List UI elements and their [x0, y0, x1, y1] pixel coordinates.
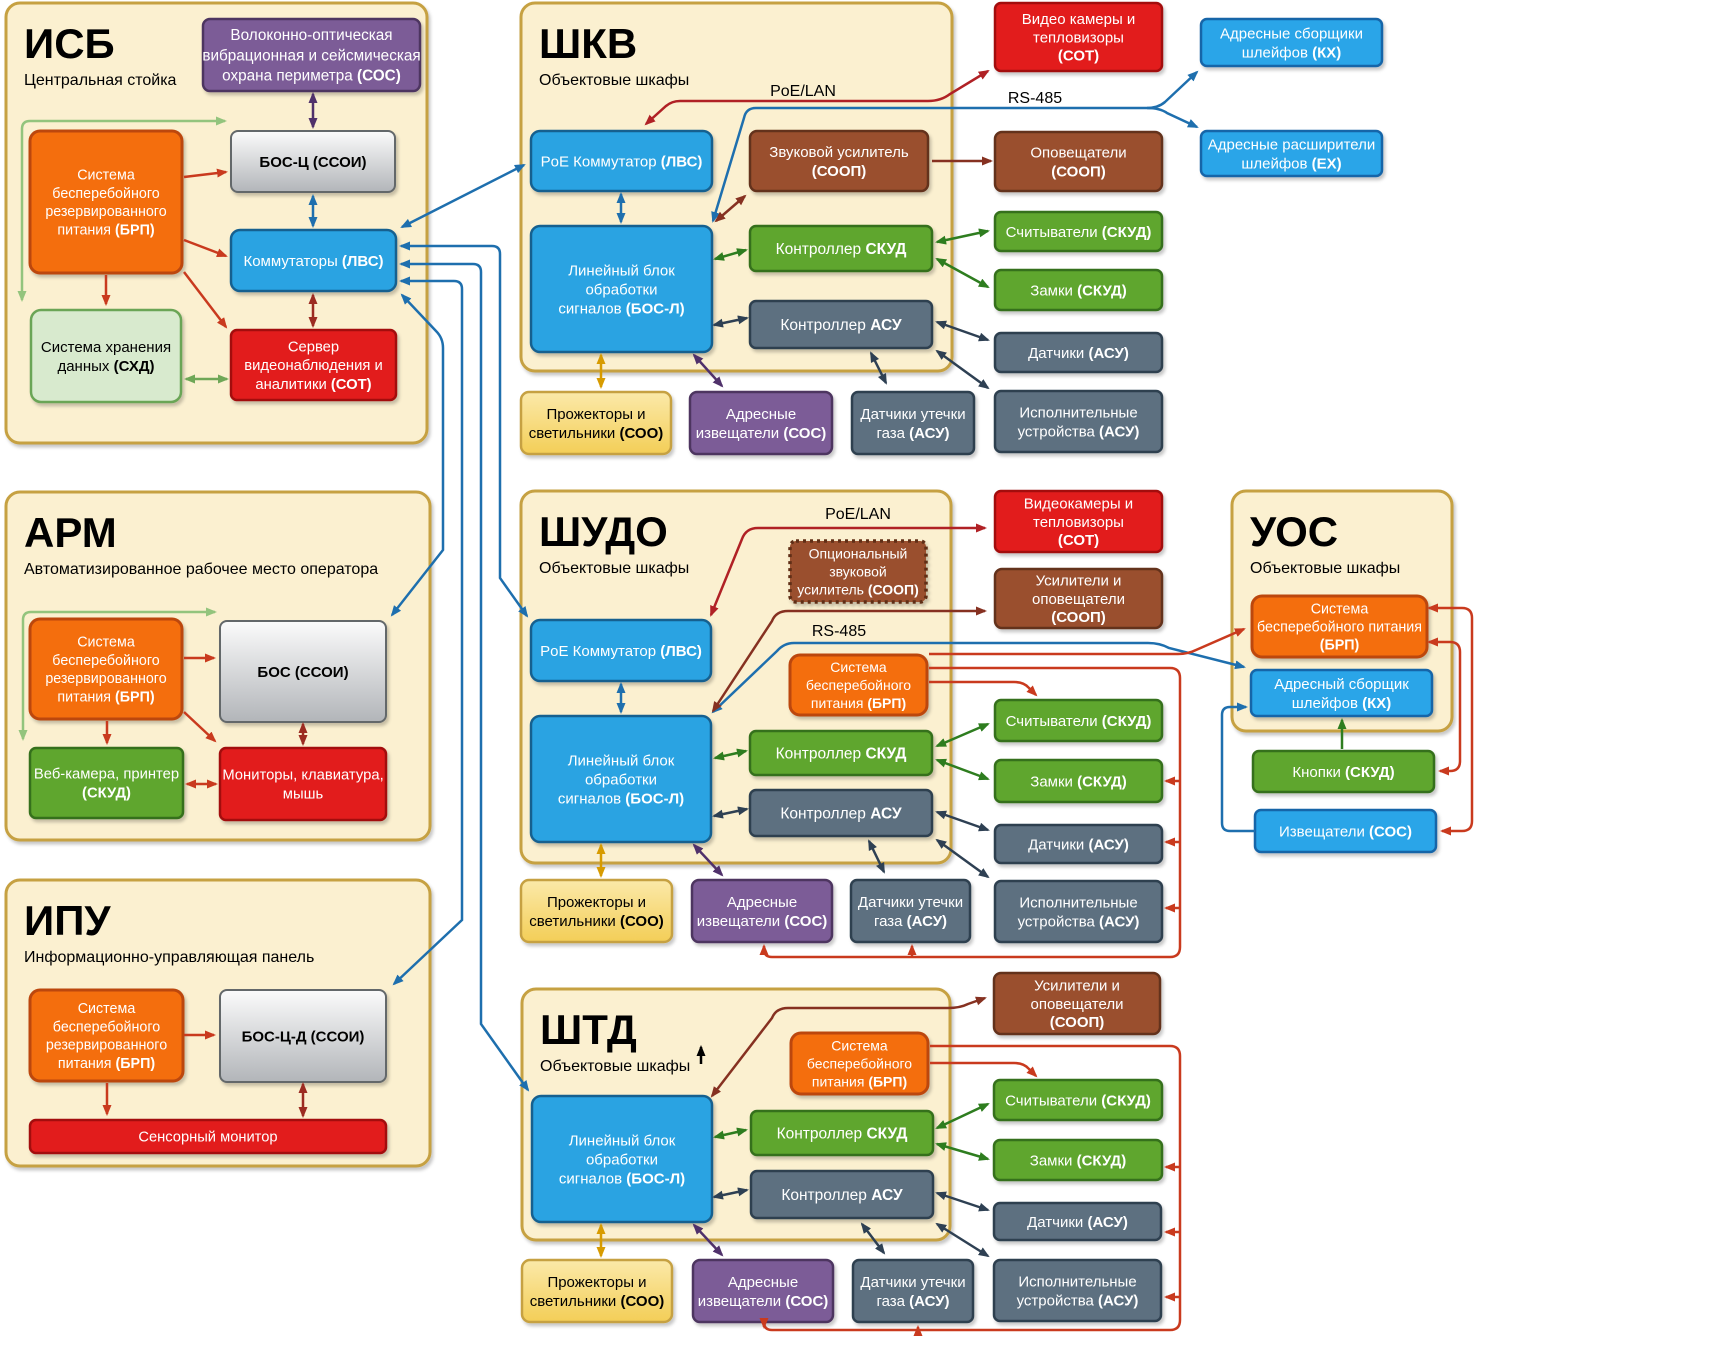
- svg-text:ШУДО: ШУДО: [539, 508, 668, 555]
- svg-text:ИСБ: ИСБ: [24, 20, 115, 67]
- svg-text:Автоматизированное рабочее мес: Автоматизированное рабочее место операто…: [24, 561, 378, 578]
- svg-text:Считыватели (СКУД): Считыватели (СКУД): [1006, 713, 1152, 730]
- svg-text:Информационно-управляющая пане: Информационно-управляющая панель: [24, 949, 314, 966]
- svg-text:Датчики (АСУ): Датчики (АСУ): [1027, 1214, 1128, 1231]
- svg-text:PoE Коммутатор (ЛВС): PoE Коммутатор (ЛВС): [541, 153, 703, 170]
- svg-text:Замки (СКУД): Замки (СКУД): [1030, 282, 1126, 299]
- svg-text:БОС-Ц-Д (ССОИ): БОС-Ц-Д (ССОИ): [242, 1028, 365, 1045]
- svg-text:Датчики (АСУ): Датчики (АСУ): [1028, 836, 1129, 853]
- svg-text:RS-485: RS-485: [812, 623, 866, 640]
- svg-text:БОС (ССОИ): БОС (ССОИ): [257, 664, 348, 681]
- svg-text:Объектовые шкафы: Объектовые шкафы: [1250, 560, 1400, 577]
- svg-text:Коммутаторы (ЛВС): Коммутаторы (ЛВС): [243, 253, 383, 270]
- svg-text:ИПУ: ИПУ: [24, 897, 111, 944]
- svg-text:ШТД: ШТД: [540, 1006, 637, 1053]
- svg-text:PoE/LAN: PoE/LAN: [825, 506, 891, 523]
- svg-text:Считыватели (СКУД): Считыватели (СКУД): [1006, 224, 1152, 241]
- svg-text:Контроллер СКУД: Контроллер СКУД: [776, 745, 907, 762]
- svg-text:Замки (СКУД): Замки (СКУД): [1030, 1152, 1126, 1169]
- svg-text:Контроллер АСУ: Контроллер АСУ: [781, 1187, 903, 1204]
- svg-text:Веб-камера, принтер(СКУД): Веб-камера, принтер(СКУД): [34, 767, 179, 802]
- svg-text:Кнопки (СКУД): Кнопки (СКУД): [1292, 764, 1394, 781]
- svg-text:Замки (СКУД): Замки (СКУД): [1030, 773, 1126, 790]
- svg-text:Контроллер СКУД: Контроллер СКУД: [777, 1125, 908, 1142]
- svg-text:Контроллер АСУ: Контроллер АСУ: [780, 317, 902, 334]
- svg-text:Сенсорный монитор: Сенсорный монитор: [138, 1130, 277, 1146]
- svg-text:PoE Коммутатор (ЛВС): PoE Коммутатор (ЛВС): [540, 643, 702, 660]
- svg-text:БОС-Ц (ССОИ): БОС-Ц (ССОИ): [259, 154, 366, 171]
- svg-text:Объектовые шкафы: Объектовые шкафы: [539, 72, 689, 89]
- svg-text:PoE/LAN: PoE/LAN: [770, 83, 836, 100]
- svg-text:Мониторы, клавиатура,мышь: Мониторы, клавиатура,мышь: [222, 768, 383, 803]
- svg-text:Датчики (АСУ): Датчики (АСУ): [1028, 345, 1129, 362]
- svg-text:Считыватели (СКУД): Считыватели (СКУД): [1005, 1092, 1151, 1109]
- svg-text:АРМ: АРМ: [24, 509, 117, 556]
- svg-text:Объектовые шкафы: Объектовые шкафы: [540, 1058, 690, 1075]
- svg-text:Контроллер АСУ: Контроллер АСУ: [780, 805, 902, 822]
- svg-text:Объектовые шкафы: Объектовые шкафы: [539, 560, 689, 577]
- svg-text:УОС: УОС: [1250, 508, 1338, 555]
- svg-text:Извещатели (СОС): Извещатели (СОС): [1279, 823, 1412, 840]
- svg-text:RS-485: RS-485: [1008, 90, 1062, 107]
- svg-text:ШКВ: ШКВ: [539, 20, 637, 67]
- svg-text:Контроллер СКУД: Контроллер СКУД: [776, 241, 907, 258]
- svg-text:Центральная стойка: Центральная стойка: [24, 72, 177, 89]
